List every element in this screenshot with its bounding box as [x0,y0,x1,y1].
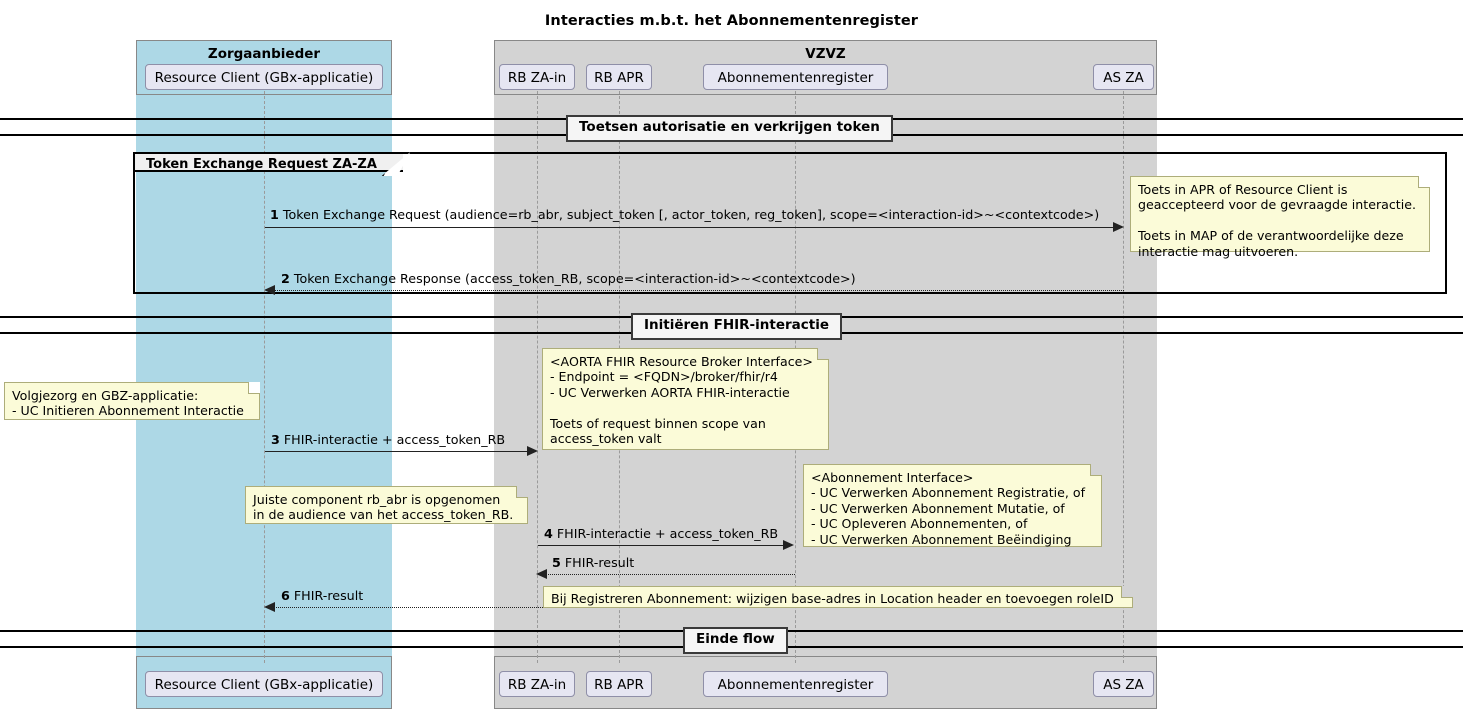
message-4-line [538,545,784,546]
message-2-label: 2 Token Exchange Response (access_token_… [281,271,856,286]
group-label-zorgaanbieder: Zorgaanbieder [207,46,321,62]
message-1-text: Token Exchange Request (audience=rb_abr,… [282,207,1100,222]
message-3-label: 3 FHIR-interactie + access_token_RB [271,432,506,447]
page-title: Interacties m.b.t. het Abonnementenregis… [544,13,919,29]
participant-abonnementenregister-top[interactable]: Abonnementenregister [703,64,888,90]
note-abonnement-interface: <Abonnement Interface> - UC Verwerken Ab… [803,464,1102,547]
message-5-arrowhead-icon [536,569,547,579]
participant-as-za-bottom[interactable]: AS ZA [1093,671,1154,697]
message-3-arrowhead-icon [527,446,538,456]
lifeline-as-za [1123,91,1124,663]
participant-rb-za-in-bottom[interactable]: RB ZA-in [499,671,575,697]
message-6-line [274,607,543,608]
note-broker-interface: <AORTA FHIR Resource Broker Interface> -… [542,348,829,450]
participant-rb-apr-bottom[interactable]: RB APR [586,671,652,697]
note-abonnement-interface-fold-icon [1090,464,1102,476]
group-label-vzvz: VZVZ [805,46,846,62]
message-3-number: 3 [271,432,280,447]
message-1-number: 1 [270,207,279,222]
divider-einde-flow: Einde flow [683,627,788,654]
message-4-label: 4 FHIR-interactie + access_token_RB [544,526,779,541]
divider-initieren-fhir: Initiëren FHIR-interactie [631,313,843,340]
message-6-label: 6 FHIR-result [281,588,364,603]
participant-resource-client-bottom[interactable]: Resource Client (GBx-applicatie) [145,671,383,697]
participant-rb-apr-top[interactable]: RB APR [586,64,652,90]
frame-token-exchange-request [133,152,1447,294]
note-audience-fold-icon [516,486,528,498]
lifeline-rb-za-in [537,91,538,663]
participant-rb-za-in-top[interactable]: RB ZA-in [499,64,575,90]
message-2-arrowhead-icon [264,285,275,295]
lifeline-resource-client [264,91,265,663]
participant-as-za-top[interactable]: AS ZA [1093,64,1154,90]
divider-toetsen-autorisatie: Toetsen autorisatie en verkrijgen token [566,115,893,142]
message-4-text: FHIR-interactie + access_token_RB [556,526,779,541]
participant-resource-client-top[interactable]: Resource Client (GBx-applicatie) [145,64,383,90]
message-1-arrowhead-icon [1113,222,1124,232]
frame-token-exchange-text: Token Exchange Request ZA-ZA [146,157,377,172]
note-location-header-fold-icon [1121,586,1133,598]
message-6-text: FHIR-result [293,588,364,603]
note-audience: Juiste component rb_abr is opgenomen in … [245,486,528,524]
message-5-label: 5 FHIR-result [552,555,635,570]
note-broker-interface-fold-icon [817,348,829,360]
participant-abonnementenregister-bottom[interactable]: Abonnementenregister [703,671,888,697]
message-5-line [546,574,795,575]
note-volgjezorg-fold-icon [248,382,260,394]
message-3-text: FHIR-interactie + access_token_RB [283,432,506,447]
note-volgjezorg: Volgjezorg en GBZ-applicatie: - UC Initi… [4,382,260,420]
message-6-arrowhead-icon [264,602,275,612]
message-6-number: 6 [281,588,290,603]
note-apr-map-fold-icon [1418,176,1430,188]
message-2-text: Token Exchange Response (access_token_RB… [293,271,856,286]
message-4-number: 4 [544,526,553,541]
message-1-line [265,227,1115,228]
note-apr-map: Toets in APR of Resource Client is geacc… [1130,176,1430,259]
frame-token-exchange-label: Token Exchange Request ZA-ZA [133,152,403,172]
message-2-line [274,290,1124,291]
message-5-text: FHIR-result [564,555,635,570]
message-1-label: 1 Token Exchange Request (audience=rb_ab… [270,207,1100,222]
message-2-number: 2 [281,271,290,286]
message-5-number: 5 [552,555,561,570]
message-4-arrowhead-icon [783,540,794,550]
note-location-header: Bij Registreren Abonnement: wijzigen bas… [543,586,1133,608]
message-3-line [265,451,528,452]
